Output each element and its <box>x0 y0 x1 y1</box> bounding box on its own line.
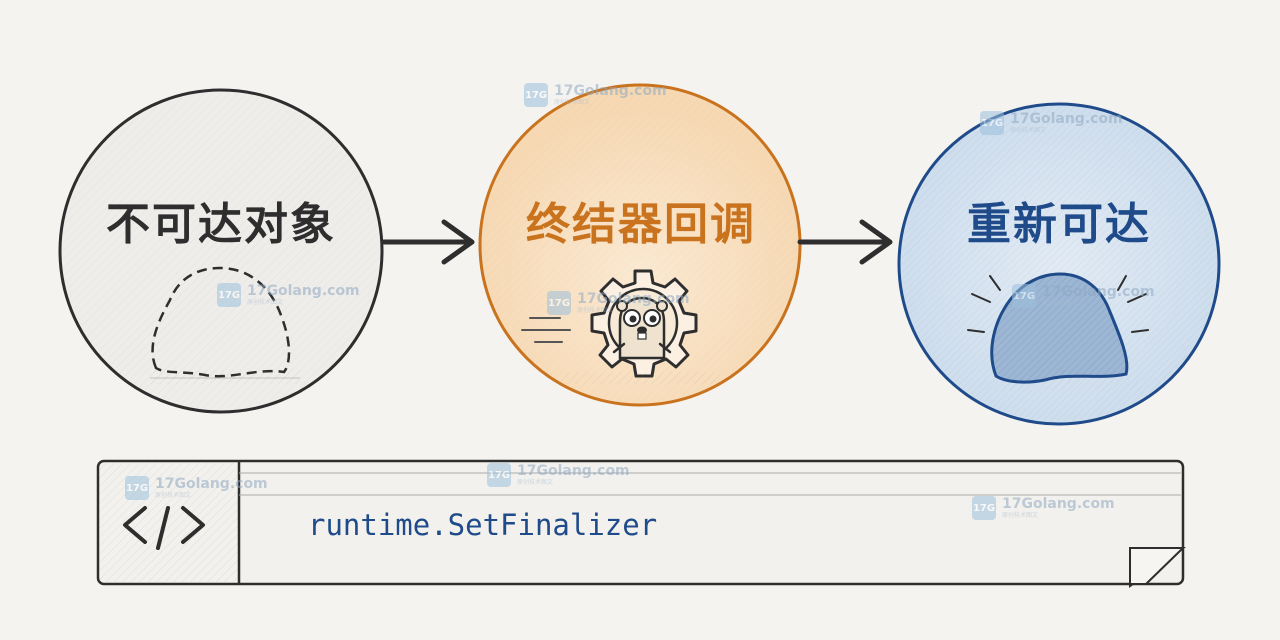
code-brackets-icon <box>123 506 205 550</box>
watermark-subtext: 原创技术图文 <box>554 99 591 106</box>
watermark-logo-icon: 17G <box>980 111 1004 135</box>
page-curl-icon <box>1129 547 1187 588</box>
watermark-text: 17Golang.com <box>155 476 268 492</box>
arrow-right-icon <box>381 219 475 265</box>
watermark-subtext: 原创技术图文 <box>247 299 284 306</box>
code-function-name: runtime.SetFinalizer <box>308 508 658 542</box>
node-label-reachable-again: 重新可达 <box>967 199 1151 250</box>
arrow-right-icon <box>797 219 893 265</box>
watermark-logo-icon: 17G <box>524 83 548 107</box>
node-label-unreachable: 不可达对象 <box>106 199 336 250</box>
watermark-logo-icon: 17G <box>972 496 996 520</box>
watermark-logo-icon: 17G <box>547 291 571 315</box>
watermark-subtext: 原创技术图文 <box>155 492 192 499</box>
watermark-text: 17Golang.com <box>1042 284 1155 300</box>
watermark-subtext: 原创技术图文 <box>1042 300 1079 307</box>
gopher-icon <box>612 296 672 360</box>
node-unreachable <box>58 88 384 414</box>
watermark-text: 17Golang.com <box>1010 111 1123 127</box>
node-reachable-again <box>897 102 1221 426</box>
watermark-text: 17Golang.com <box>577 291 690 307</box>
watermark-logo-icon: 17G <box>487 463 511 487</box>
watermark-subtext: 原创技术图文 <box>1010 127 1047 134</box>
code-bar <box>96 459 1187 588</box>
watermark-subtext: 原创技术图文 <box>517 479 554 486</box>
node-finalizer <box>478 83 802 407</box>
watermark-logo-icon: 17G <box>125 476 149 500</box>
watermark-text: 17Golang.com <box>517 463 630 479</box>
watermark-text: 17Golang.com <box>247 283 360 299</box>
watermark-logo-icon: 17G <box>1012 284 1036 308</box>
watermark-text: 17Golang.com <box>554 83 667 99</box>
watermark-subtext: 原创技术图文 <box>577 307 614 314</box>
watermark-text: 17Golang.com <box>1002 496 1115 512</box>
node-label-finalizer: 终结器回调 <box>526 199 756 250</box>
watermark-subtext: 原创技术图文 <box>1002 512 1039 519</box>
watermark-logo-icon: 17G <box>217 283 241 307</box>
